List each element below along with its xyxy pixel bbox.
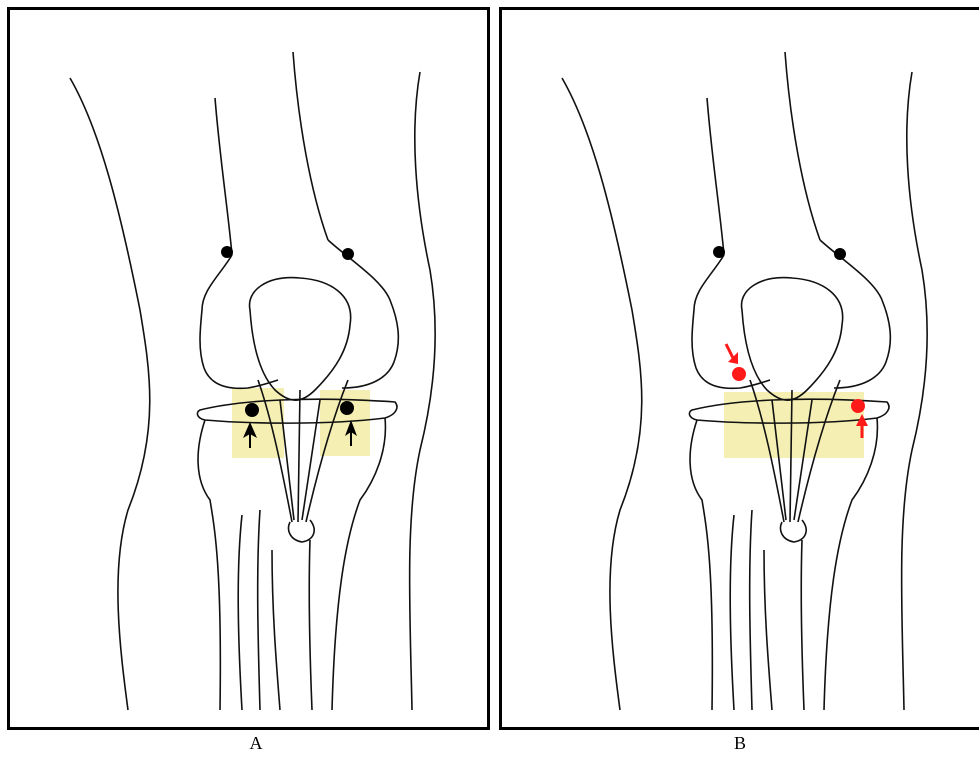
joint-marker-right	[340, 401, 354, 415]
knee-outline	[70, 52, 435, 710]
femur-landmark-left	[221, 246, 233, 258]
knee-drawing-a	[10, 10, 493, 733]
panel-caption-a: A	[236, 733, 276, 753]
femur-landmark-right	[342, 248, 354, 260]
knee-panel-a	[7, 7, 490, 730]
joint-marker-left	[732, 367, 746, 381]
femur-landmark-right	[834, 248, 846, 260]
panel-caption-b: B	[720, 733, 760, 753]
knee-outline	[562, 52, 927, 710]
joint-marker-left	[245, 403, 259, 417]
femur-landmark-left	[713, 246, 725, 258]
knee-panel-b	[499, 7, 979, 730]
joint-marker-right	[851, 399, 865, 413]
knee-drawing-b	[502, 10, 979, 733]
